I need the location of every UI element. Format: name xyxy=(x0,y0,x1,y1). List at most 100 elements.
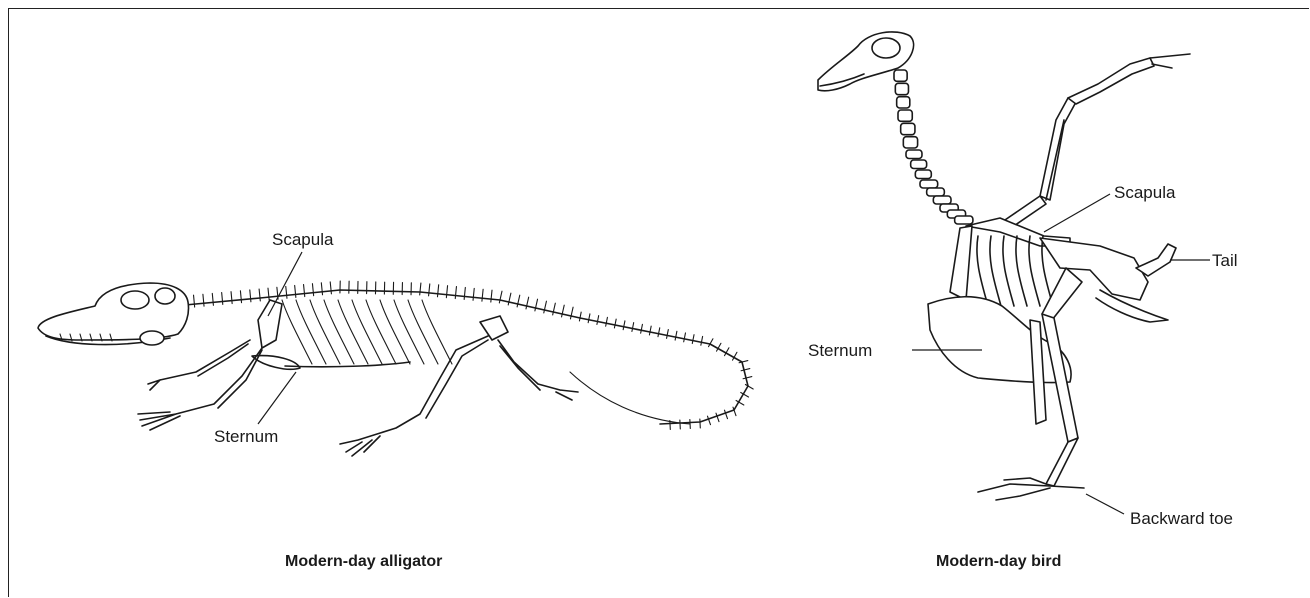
alligator-vertebra xyxy=(667,330,669,339)
alligator-vertebra xyxy=(716,413,719,421)
alligator-vertebra xyxy=(240,291,241,303)
alligator-vertebra xyxy=(437,285,438,297)
alligator-scapula xyxy=(258,300,282,348)
alligator-vertebra xyxy=(632,323,634,332)
alligator-front-leg-near xyxy=(138,348,262,430)
alligator-rib xyxy=(408,300,438,364)
bird-eye-socket xyxy=(872,38,900,58)
bird-neck-vertebra xyxy=(897,97,910,108)
bird-tarsometatarsus xyxy=(1046,438,1078,486)
alligator-tail-chevrons xyxy=(570,372,690,424)
alligator-vertebra xyxy=(222,293,223,305)
alligator-rib xyxy=(282,300,312,364)
alligator-temporal-opening xyxy=(155,288,175,304)
alligator-vertebra xyxy=(623,321,625,330)
alligator-rib xyxy=(352,300,382,364)
alligator-vertebra xyxy=(286,286,287,298)
bird-neck-vertebra xyxy=(933,196,951,204)
bird-rib xyxy=(990,236,1001,306)
bird-tail-label: Tail xyxy=(1212,251,1238,270)
alligator-vertebra xyxy=(701,336,703,345)
alligator-vertebra xyxy=(743,377,752,379)
bird-rib xyxy=(1029,236,1040,306)
alligator-rib xyxy=(296,300,326,364)
alligator-scapula-label: Scapula xyxy=(272,230,334,249)
bird-backward-toe-label: Backward toe xyxy=(1130,509,1233,528)
alligator-vertebra xyxy=(203,294,204,306)
alligator-hind-leg-far xyxy=(498,340,578,400)
alligator-vertebra xyxy=(259,289,260,301)
alligator-sternum-label: Sternum xyxy=(214,427,278,446)
alligator-vertebra xyxy=(658,328,660,337)
bird-rib xyxy=(1003,236,1014,306)
alligator-vertebra xyxy=(675,331,677,340)
alligator-vertebra xyxy=(455,287,456,299)
bird-neck-vertebra xyxy=(920,180,938,188)
alligator-vertebra xyxy=(606,317,608,326)
bird-wing-hand xyxy=(1068,58,1154,104)
bird-femur xyxy=(1042,268,1082,320)
alligator-caption: Modern-day alligator xyxy=(285,553,442,570)
alligator-vertebra xyxy=(473,288,474,300)
alligator-scapula-leader xyxy=(268,252,302,316)
bird-neck-vertebra xyxy=(955,216,973,224)
alligator-vertebra xyxy=(725,410,728,418)
alligator-rib xyxy=(380,300,410,364)
alligator-vertebra xyxy=(295,285,296,297)
bird-rib xyxy=(1016,236,1027,306)
bird-neck-vertebra xyxy=(915,170,931,179)
bird-skeleton xyxy=(818,32,1190,500)
bird-wing-digits xyxy=(1150,54,1190,68)
alligator-rib xyxy=(394,300,424,364)
bird-caption: Modern-day bird xyxy=(936,553,1061,570)
bird-scapula-leader xyxy=(1044,194,1110,232)
alligator-rib xyxy=(310,300,340,364)
alligator-vertebra xyxy=(482,289,483,301)
bird-neck-vertebra xyxy=(906,150,922,159)
bird-backward-toe-leader xyxy=(1086,494,1124,514)
alligator-rib xyxy=(366,300,396,364)
alligator-vertebra xyxy=(446,286,447,298)
alligator-vertebra xyxy=(597,316,599,325)
bird-far-leg xyxy=(1030,320,1046,424)
alligator-vertebra xyxy=(491,290,492,302)
bird-scapula-label: Scapula xyxy=(1114,183,1176,202)
alligator-eye-socket xyxy=(121,291,149,309)
alligator-vertebra xyxy=(684,333,686,342)
alligator-vertebra xyxy=(231,292,232,304)
alligator-hind-leg-near xyxy=(340,336,488,456)
alligator-vertebra xyxy=(464,287,465,299)
alligator-vertebra xyxy=(312,284,313,296)
alligator-vertebra xyxy=(304,285,305,297)
alligator-vertebra xyxy=(649,326,651,335)
bird-neck-vertebra xyxy=(894,70,907,81)
alligator-rib xyxy=(338,300,368,364)
alligator-rib xyxy=(422,300,452,364)
alligator-jaw-opening xyxy=(140,331,164,345)
bird-toes xyxy=(978,478,1084,500)
alligator-vertebra xyxy=(614,319,616,328)
bird-coracoid xyxy=(950,226,972,300)
bird-neck-vertebra xyxy=(901,123,915,134)
alligator-vertebra xyxy=(641,324,643,333)
bird-ribs xyxy=(977,236,1053,306)
bird-sternum-label: Sternum xyxy=(808,341,872,360)
alligator-vertebra xyxy=(268,288,269,300)
alligator-vertebra xyxy=(741,369,750,371)
alligator-vertebra xyxy=(429,284,430,296)
bird-rib xyxy=(977,236,988,306)
alligator-sternum-leader xyxy=(258,372,296,424)
alligator-vertebra xyxy=(321,283,322,295)
bird-neck-vertebrae xyxy=(894,70,973,224)
alligator-gastralia xyxy=(285,362,410,367)
alligator-pelvis xyxy=(480,316,508,340)
alligator-vertebra xyxy=(692,335,694,344)
alligator-vertebra xyxy=(579,312,581,321)
alligator-vertebra xyxy=(330,282,331,294)
alligator-vertebra xyxy=(212,293,213,305)
alligator-sternum xyxy=(252,356,300,370)
alligator-rib xyxy=(324,300,354,364)
alligator-vertebra xyxy=(420,283,421,295)
alligator-skeleton xyxy=(38,281,753,456)
